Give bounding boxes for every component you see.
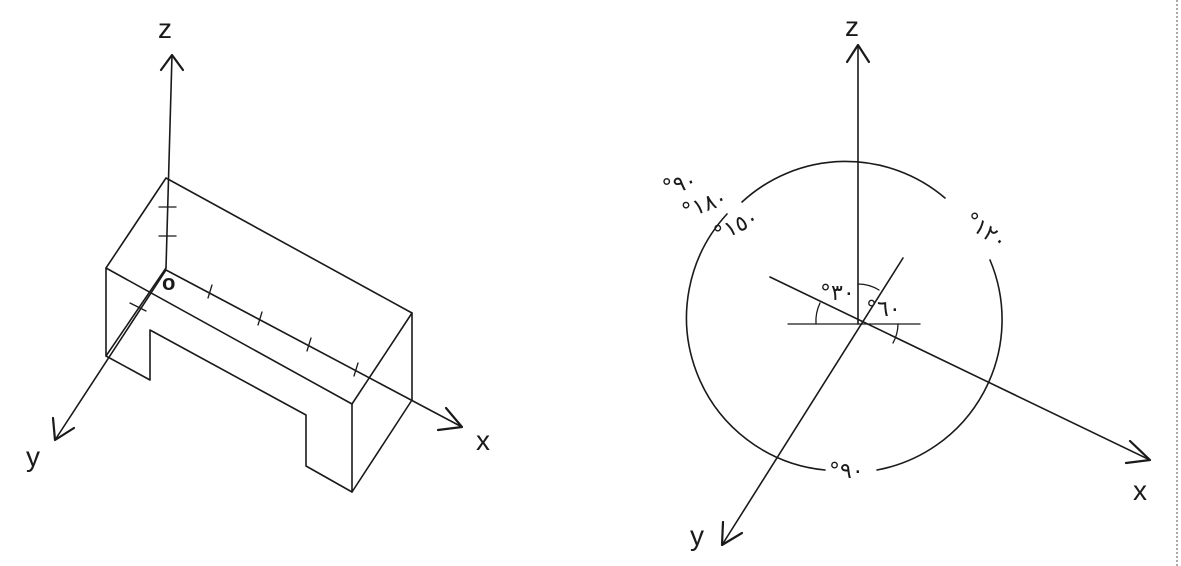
left-x-label: x	[476, 425, 490, 456]
left-x-axis	[165, 269, 463, 428]
left-origin-label: o	[162, 270, 175, 295]
left-z-label: z	[158, 13, 172, 44]
left-y-tick	[129, 302, 147, 312]
right-x-arrowhead	[1124, 439, 1152, 465]
angle-label-30: °٣٠	[820, 281, 855, 306]
right-x-label: x	[1133, 475, 1147, 506]
circle-arc-top	[741, 160, 946, 203]
angle-arc-top	[857, 283, 880, 291]
left-figure: z x y o	[26, 13, 490, 493]
angle-arc-60	[892, 323, 899, 344]
right-figure: z x y °٣٠ °٦٠ °١٢٠ °١٥٠ °٩٠ °٩٠ °١٨٠	[660, 11, 1152, 551]
right-x-axis	[769, 276, 1151, 461]
angle-label-90-bottom: °٩٠	[829, 459, 864, 484]
left-y-axis	[54, 269, 167, 441]
circle-arc-left	[685, 213, 826, 471]
right-z-label: z	[845, 11, 859, 42]
left-x-tick	[257, 311, 263, 326]
angle-arc-30	[815, 302, 821, 325]
block-back-edge	[105, 267, 167, 357]
left-x-tick	[306, 337, 312, 352]
angle-label-60: °٦٠	[866, 297, 901, 322]
right-y-arrowhead	[720, 520, 744, 547]
block-right-face	[351, 312, 413, 493]
left-x-arrowhead	[436, 406, 464, 432]
circle-arc-right	[876, 259, 1003, 471]
left-x-tick	[353, 362, 359, 377]
angle-label-120: °١٢٠	[959, 208, 1011, 255]
left-z-arrowhead	[159, 53, 185, 72]
right-y-axis	[721, 257, 904, 546]
left-z-axis	[165, 54, 173, 269]
left-y-arrowhead	[51, 416, 76, 442]
left-x-tick	[207, 284, 213, 299]
left-y-label: y	[26, 441, 40, 472]
right-z-arrowhead	[845, 43, 871, 64]
right-y-label: y	[690, 520, 704, 551]
